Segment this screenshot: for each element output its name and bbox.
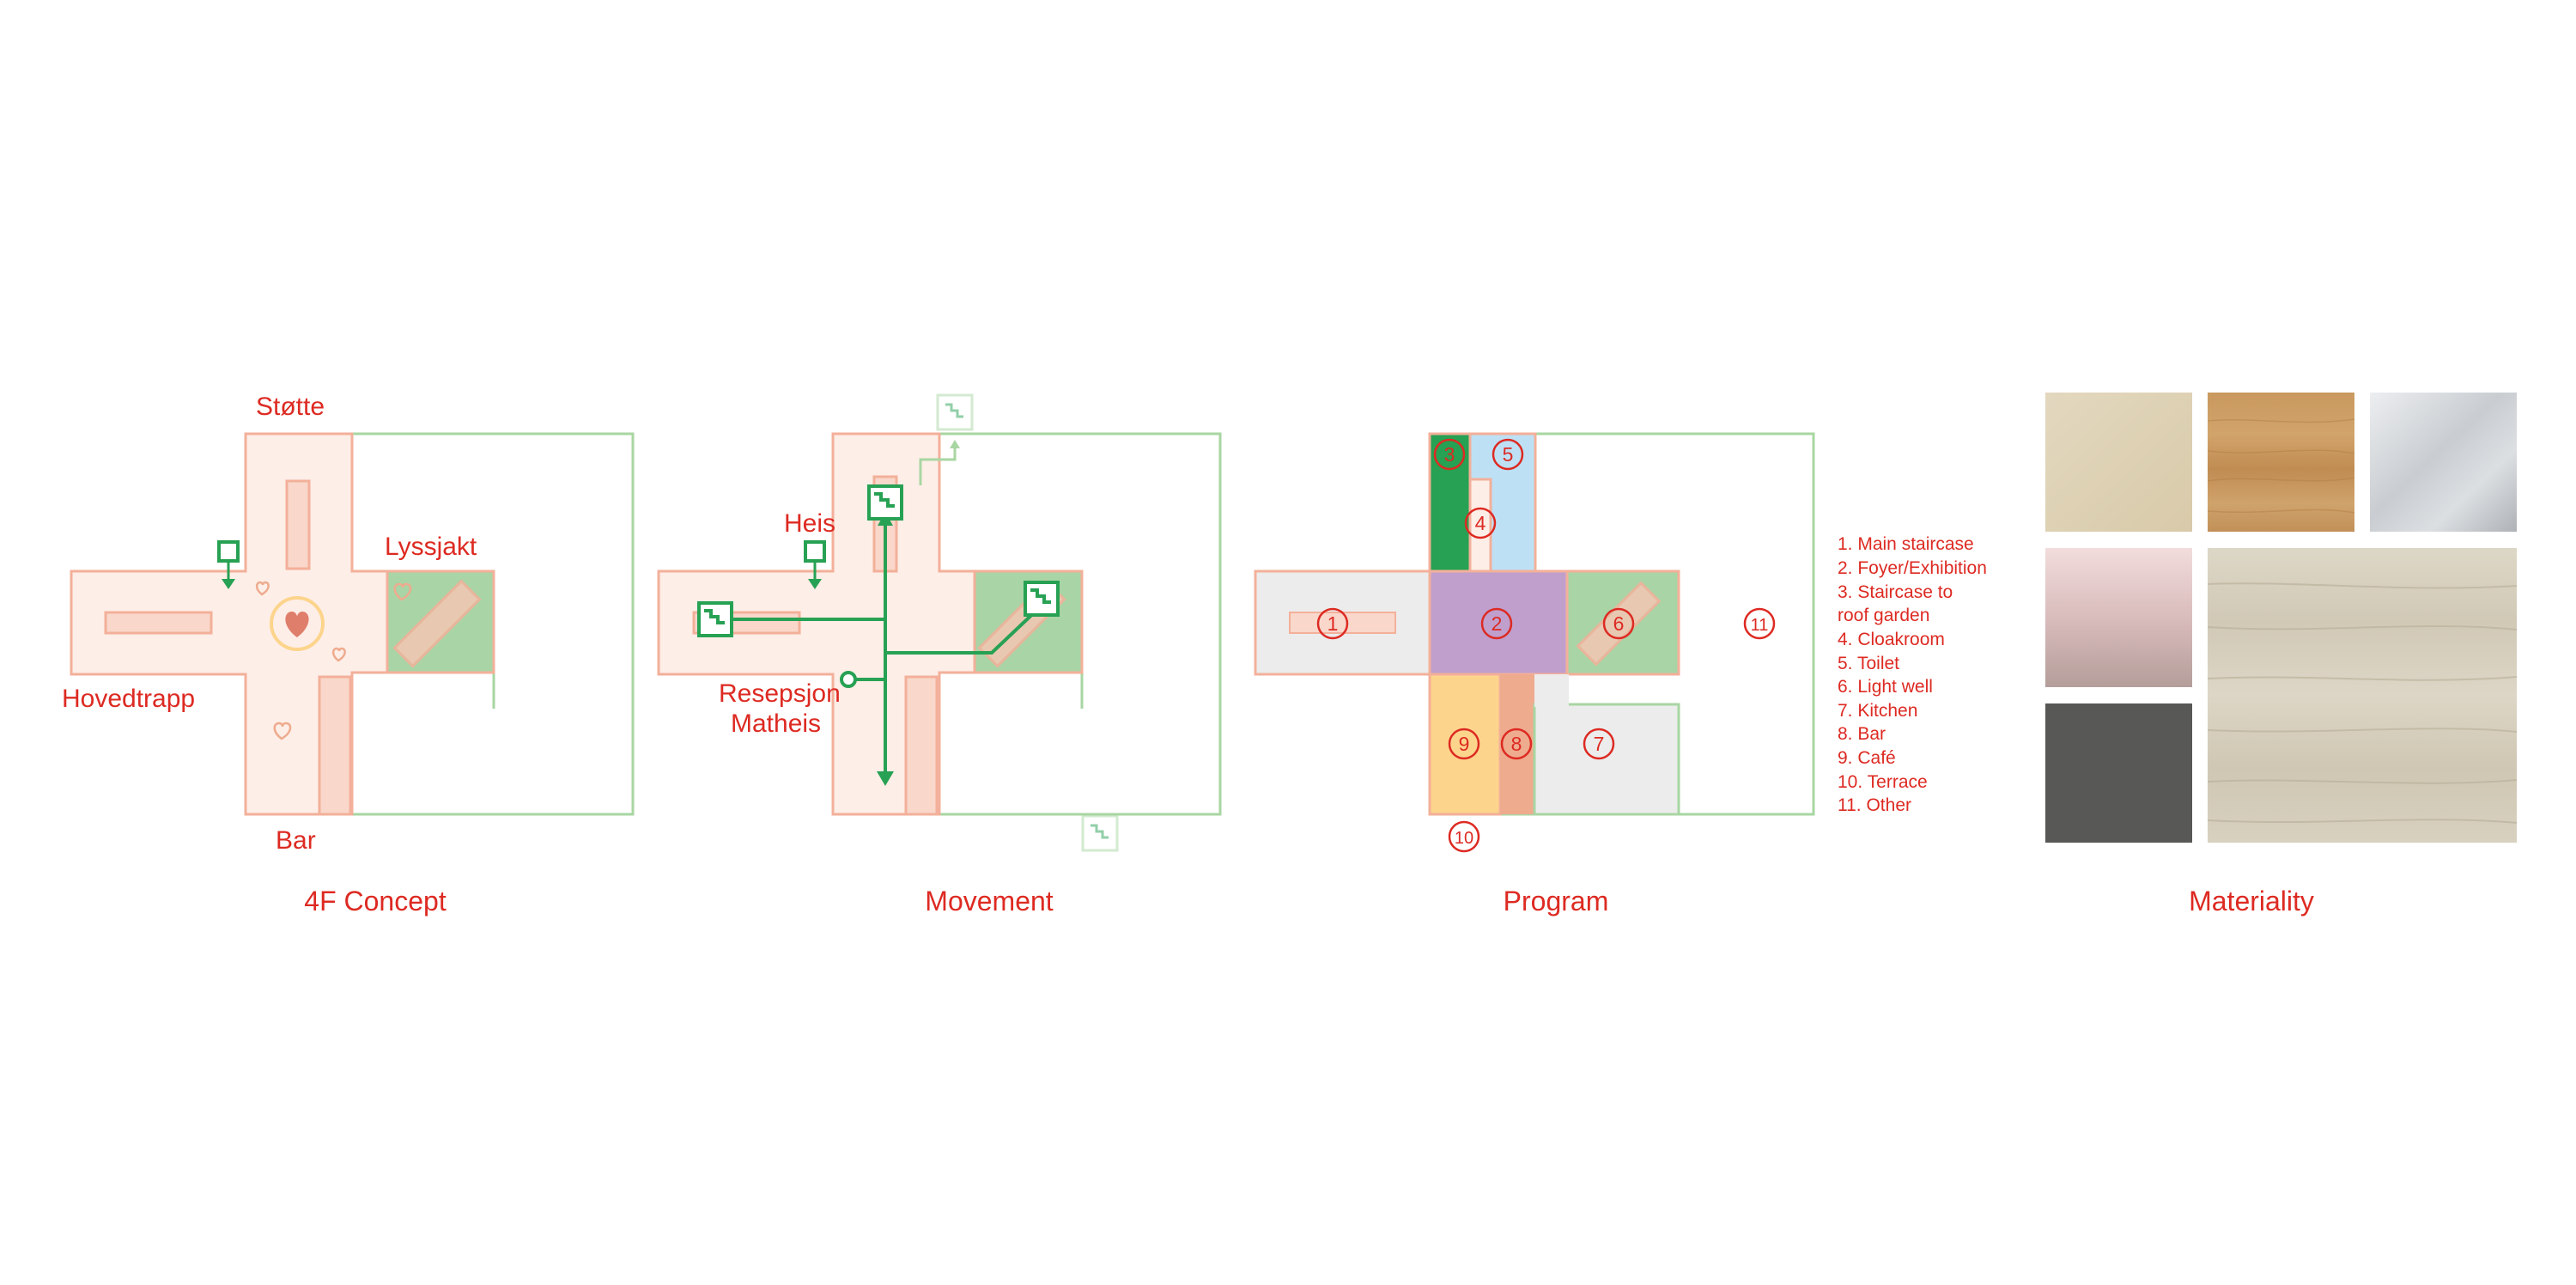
zone-number: 8 — [1511, 733, 1522, 755]
legend-item: 4. Cloakroom — [1838, 630, 1945, 649]
zone-kitchen-ext — [1534, 674, 1569, 707]
label-lightwell: Lyssjakt — [385, 533, 477, 561]
route-line — [885, 604, 1043, 655]
zone-kitchen — [1533, 703, 1680, 816]
swatch-rose-metallic — [2045, 548, 2192, 687]
cross-plan — [657, 432, 1084, 816]
legend-item: 11. Other — [1838, 795, 1911, 815]
legend-item: roof garden — [1838, 606, 1929, 625]
bar-counter — [904, 675, 939, 816]
zone-number: 9 — [1459, 733, 1470, 755]
label-support: Støtte — [256, 393, 325, 421]
heart-icon — [331, 647, 346, 662]
elevator-icon — [217, 540, 240, 563]
concept-panel: Støtte Lyssjakt Hovedtrapp Bar 4F Concep… — [62, 393, 635, 917]
zone-number: 3 — [1444, 443, 1455, 466]
heart-icon — [285, 612, 309, 637]
stair-icon — [1024, 581, 1060, 617]
legend-item: 10. Terrace — [1838, 772, 1928, 792]
panel-title: Movement — [925, 886, 1054, 917]
program-legend: 1. Main staircase 2. Foyer/Exhibition 3.… — [1838, 534, 1987, 815]
zone-bar — [1500, 674, 1534, 814]
wood-grain — [2207, 418, 2355, 514]
swatch-beige — [2045, 393, 2192, 532]
zone-number: 5 — [1503, 443, 1514, 466]
inner-outline — [352, 671, 495, 709]
materiality-panel: Materiality — [2045, 393, 2518, 917]
stair-bar — [104, 611, 213, 635]
movement-panel: Heis Resepsjon Matheis Movement — [657, 393, 1222, 917]
swatch-brushed-aluminium — [2370, 393, 2517, 532]
zone-number: 7 — [1594, 733, 1605, 755]
number-markers — [1316, 438, 1776, 853]
legend-item: 6. Light well — [1838, 677, 1933, 697]
bar-counter — [318, 675, 352, 816]
panel-title: Materiality — [2189, 886, 2314, 917]
zone-number: 1 — [1327, 612, 1339, 635]
zone-number: 11 — [1751, 616, 1769, 635]
label-bar: Bar — [276, 826, 316, 855]
zone-cafe — [1428, 673, 1502, 816]
support-wall — [285, 479, 311, 570]
label-main-stair: Hovedtrapp — [62, 685, 195, 713]
label-reception: Resepsjon — [719, 679, 841, 708]
arrow-icon — [950, 440, 960, 448]
legend-item: 9. Café — [1838, 748, 1896, 768]
panel-title: Program — [1504, 886, 1609, 917]
reception-point — [840, 671, 857, 688]
travertine-veins — [2207, 582, 2518, 824]
lightwell-ramp — [1576, 581, 1662, 667]
label-reception-sub: Matheis — [731, 709, 821, 738]
heart-icon — [393, 582, 412, 601]
stair-bar — [1289, 612, 1396, 634]
zone-number: 2 — [1492, 612, 1503, 635]
legend-item: 1. Main staircase — [1838, 534, 1974, 554]
legend-item: 8. Bar — [1838, 724, 1886, 744]
lightwell-ramp — [392, 579, 482, 668]
legend-item: 2. Foyer/Exhibition — [1838, 558, 1987, 578]
zone-number: 4 — [1475, 512, 1486, 534]
elevator-icon — [804, 540, 826, 563]
arrow-icon — [877, 771, 894, 786]
zone-cloakroom — [1468, 478, 1492, 573]
stair-icon — [936, 393, 974, 431]
heart-icon — [255, 581, 270, 596]
stair-icon — [867, 484, 903, 521]
legend-item: 5. Toilet — [1838, 654, 1899, 673]
swatch-oak-wood — [2208, 393, 2354, 532]
arrow-head — [222, 579, 235, 589]
label-elevator: Heis — [784, 509, 835, 538]
zone-number: 10 — [1455, 829, 1473, 848]
panel-title: 4F Concept — [304, 886, 447, 917]
route-line-faded — [919, 447, 957, 485]
program-panel: 1 2 3 4 5 6 7 8 9 10 11 1. Main staircas… — [1254, 432, 1987, 917]
zone-number: 6 — [1613, 612, 1625, 635]
stair-icon — [697, 601, 733, 637]
swatch-dark-grey — [2045, 703, 2192, 843]
arrow-head — [808, 579, 822, 589]
inner-outline — [939, 671, 1084, 709]
legend-item: 3. Staircase to — [1838, 582, 1953, 602]
legend-item: 7. Kitchen — [1838, 701, 1917, 721]
stair-icon — [1081, 814, 1119, 852]
heart-icon — [273, 722, 292, 740]
swatch-travertine — [2208, 548, 2517, 843]
